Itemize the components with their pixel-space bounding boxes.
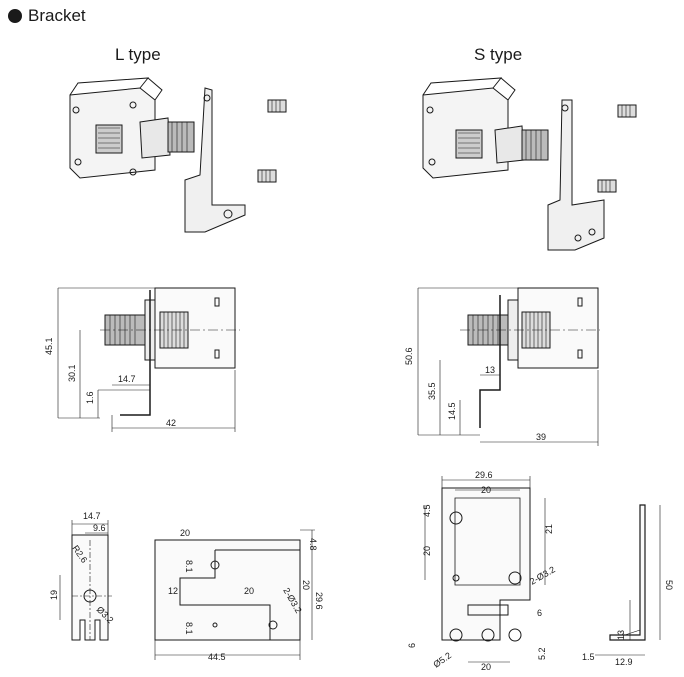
l-type-plate-view (154, 529, 315, 660)
s-plate-top-h: 4.5 (422, 504, 432, 517)
l-plate-height: 29.6 (314, 592, 324, 610)
l-dim-width: 42 (166, 418, 176, 428)
l-plate-mid: 20 (244, 586, 254, 596)
l-dim-mid: 30.1 (67, 364, 77, 382)
s-dim-height: 50.6 (404, 347, 414, 365)
section-title: Bracket (28, 6, 86, 25)
s-plate-outer-w: 29.6 (475, 470, 493, 480)
l-dim-height: 45.1 (44, 337, 54, 355)
section-header: Bracket (8, 4, 86, 28)
l-small-w: 14.7 (83, 511, 101, 521)
s-dim-mid: 35.5 (427, 382, 437, 400)
dimension-labels: 45.1 30.1 1.6 14.7 42 50.6 35.5 14.5 13 … (44, 337, 674, 672)
l-plate-left-upper: 8.1 (184, 560, 194, 573)
l-plate-left-lower: 8.1 (184, 622, 194, 635)
l-dim-small: 1.6 (85, 391, 95, 404)
s-plate-tab: 6 (537, 608, 542, 618)
s-small-step: 13 (616, 630, 626, 640)
s-type-isometric-drawing (422, 77, 637, 251)
l-plate-right-h: 20 (301, 580, 311, 590)
s-plate-bottom-r: 5.2 (537, 647, 547, 660)
s-type-plate-view (424, 476, 546, 663)
s-small-h: 50 (664, 580, 674, 590)
s-plate-inner-w: 20 (481, 485, 491, 495)
bullet-icon (8, 9, 22, 23)
l-type-small-view (59, 520, 112, 641)
l-plate-left-mid: 12 (168, 586, 178, 596)
s-plate-bottom-w: 20 (481, 662, 491, 672)
s-type-label: S type (474, 45, 523, 64)
s-plate-tab-left: 6 (407, 643, 417, 648)
s-small-w: 12.9 (615, 657, 633, 667)
l-type-label: L type (115, 45, 161, 64)
s-dim-small: 14.5 (447, 402, 457, 420)
s-plate-right-h: 21 (544, 524, 554, 534)
s-type-side-view (417, 287, 600, 446)
l-type-side-view (57, 287, 240, 432)
s-dim-width: 39 (536, 432, 546, 442)
s-small-thick: 1.5 (582, 652, 595, 662)
l-small-height: 19 (49, 590, 59, 600)
s-plate-hole-spec: 2-Ø3.2 (528, 564, 557, 586)
l-dim-offset: 14.7 (118, 374, 136, 384)
s-type-small-side-view (595, 504, 661, 656)
s-plate-hole: Ø5.2 (431, 650, 453, 669)
s-plate-left-h: 20 (422, 546, 432, 556)
s-dim-offset: 13 (485, 365, 495, 375)
l-plate-width: 44.5 (208, 652, 226, 662)
l-small-inner: 9.6 (93, 523, 106, 533)
l-plate-right-top: 4.8 (308, 538, 318, 551)
l-plate-top: 20 (180, 528, 190, 538)
l-type-isometric-drawing (69, 77, 287, 233)
